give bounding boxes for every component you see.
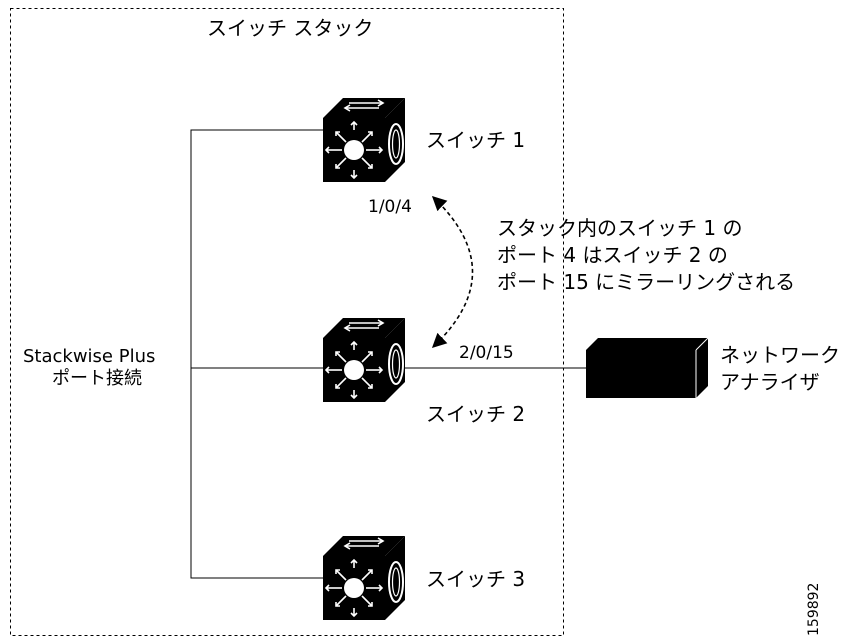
mirror-arrow	[431, 196, 474, 348]
network-analyzer-icon	[586, 337, 709, 398]
switch-1-port: 1/0/4	[368, 197, 412, 217]
stackwise-label-line1: Stackwise Plus	[23, 346, 156, 367]
mirror-note-line3: ポート 15 にミラーリングされる	[497, 270, 796, 294]
switch-3-label: スイッチ 3	[426, 567, 526, 591]
mirror-note-line1: スタック内のスイッチ 1 の	[497, 216, 743, 240]
switch-3-icon	[322, 535, 406, 621]
switch-2-port: 2/0/15	[459, 343, 514, 363]
stackwise-connection	[190, 129, 323, 579]
stack-boundary	[10, 8, 564, 636]
switch-2-icon	[322, 317, 406, 403]
figure-code: 159892	[806, 582, 822, 636]
stackwise-label-line2: ポート接続	[52, 368, 142, 389]
stack-title: スイッチ スタック	[207, 16, 374, 40]
analyzer-label-line1: ネットワーク	[720, 343, 840, 367]
switch-1-label: スイッチ 1	[426, 128, 526, 152]
mirror-note-line2: ポート 4 はスイッチ 2 の	[497, 243, 728, 267]
switch-2-label: スイッチ 2	[426, 402, 526, 426]
switch-1-icon	[322, 97, 406, 183]
analyzer-label-line2: アナライザ	[720, 370, 820, 394]
